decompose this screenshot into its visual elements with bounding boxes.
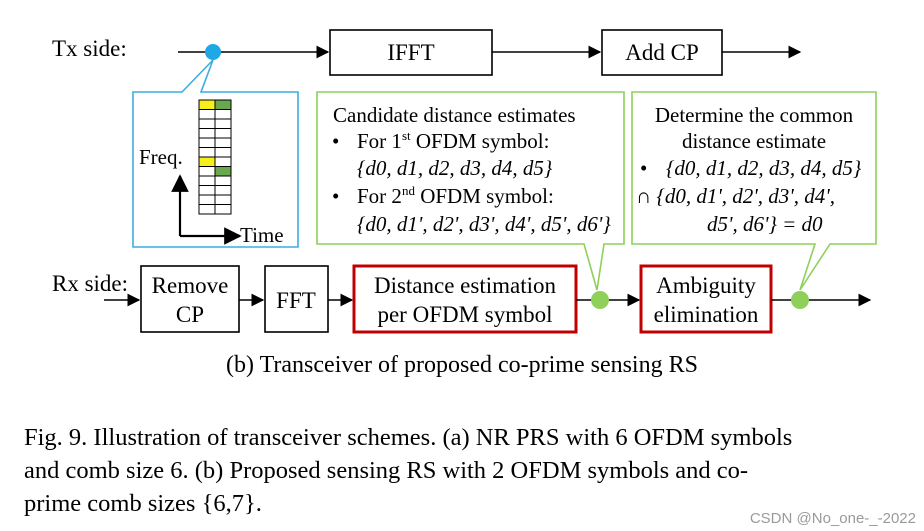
grid-cell: [198, 147, 216, 158]
figure-caption-line-3: prime comb sizes {6,7}.: [24, 490, 262, 517]
remove-cp-line1: Remove: [152, 273, 229, 298]
grid-cell: [214, 204, 232, 215]
tx-tap-dot: [205, 44, 221, 60]
second-symbol-set: {d0, d1', d2', d3', d4', d5', d6'}: [357, 212, 611, 236]
common-title-line1: Determine the common: [655, 103, 854, 127]
grid-cell: [198, 185, 216, 196]
grid-cell: [198, 166, 216, 177]
distance-estimation-line2: per OFDM symbol: [377, 302, 552, 327]
grid-cell: [198, 175, 216, 186]
grid-cell: [198, 204, 216, 215]
common-bullet: •: [640, 156, 647, 180]
add-cp-block: [601, 29, 723, 76]
watermark: CSDN @No_one-_-2022: [749, 510, 916, 527]
grid-cell: [214, 128, 232, 139]
grid-cell: [214, 175, 232, 186]
tx-side-label: Tx side:: [52, 36, 127, 61]
grid-cell: [198, 194, 216, 205]
grid-cell: [214, 118, 232, 129]
common-line2: ∩ {d0, d1', d2', d3', d4',: [636, 184, 835, 208]
time-axis-label: Time: [240, 223, 284, 247]
grid-cell: [214, 147, 232, 158]
distance-estimation-line1: Distance estimation: [374, 273, 557, 298]
common-estimate-callout: [631, 91, 877, 291]
grid-cell: [198, 137, 216, 148]
candidate-bullet-2: •: [332, 184, 339, 208]
transceiver-diagram: Tx side: IFFT Add CP Freq. Time Candidat…: [52, 29, 877, 334]
candidate-bullet-1: •: [332, 129, 339, 153]
grid-cell: [198, 109, 216, 120]
fft-block: [264, 265, 329, 333]
subfigure-caption: (b) Transceiver of proposed co-prime sen…: [226, 352, 698, 378]
second-symbol-label: For 2nd OFDM symbol:: [357, 183, 554, 208]
grid-cell: [214, 166, 232, 177]
grid-cell: [214, 185, 232, 196]
ambiguity-line2: elimination: [654, 302, 759, 327]
grid-cell: [214, 99, 232, 110]
grid-cell: [198, 156, 216, 167]
remove-cp-line2: CP: [176, 302, 204, 327]
first-symbol-set: {d0, d1, d2, d3, d4, d5}: [357, 156, 553, 180]
grid-cell: [214, 109, 232, 120]
candidate-title: Candidate distance estimates: [333, 103, 576, 127]
common-title-line2: distance estimate: [682, 129, 826, 153]
figure-caption-line-2: and comb size 6. (b) Proposed sensing RS…: [24, 457, 749, 484]
grid-cell: [198, 99, 216, 110]
figure-caption-line-1: Fig. 9. Illustration of transceiver sche…: [24, 424, 793, 451]
rx-tap-dot-1: [591, 291, 609, 309]
first-symbol-label: For 1st OFDM symbol:: [357, 128, 549, 153]
grid-cell: [214, 194, 232, 205]
freq-axis-label: Freq.: [139, 145, 183, 169]
grid-cell: [214, 156, 232, 167]
distance-estimation-block: [352, 264, 578, 334]
grid-cell: [198, 118, 216, 129]
grid-cell: [198, 128, 216, 139]
resource-grid: [198, 99, 232, 215]
grid-cell: [214, 137, 232, 148]
fft-label: FFT: [276, 288, 316, 313]
common-line1: {d0, d1, d2, d3, d4, d5}: [666, 156, 862, 180]
rx-tap-dot-2: [791, 291, 809, 309]
candidate-estimates-callout: [316, 91, 625, 291]
add-cp-label: Add CP: [625, 40, 699, 65]
ambiguity-elimination-block: [639, 264, 773, 334]
rx-side-label: Rx side:: [52, 271, 128, 296]
common-line3: d5', d6'} = d0: [707, 212, 823, 236]
ambiguity-line1: Ambiguity: [656, 273, 756, 298]
ifft-label: IFFT: [387, 40, 434, 65]
remove-cp-block: [140, 265, 240, 333]
